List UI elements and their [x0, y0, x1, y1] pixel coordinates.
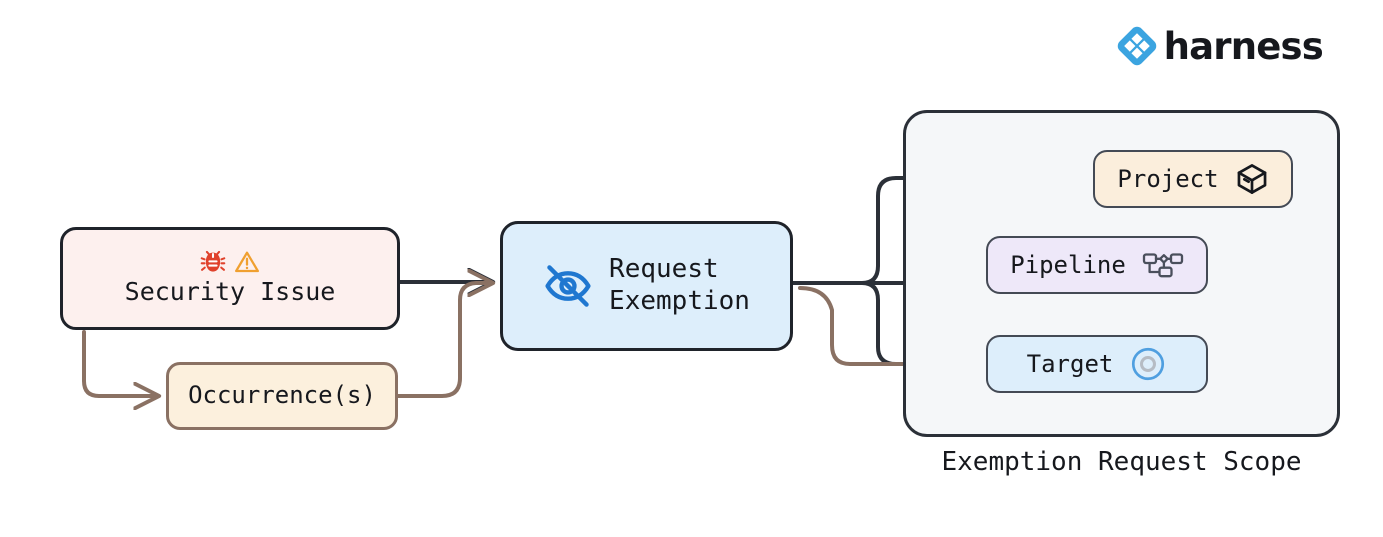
harness-logo: harness — [1117, 24, 1324, 68]
node-request-exemption[interactable]: Request Exemption — [500, 221, 793, 351]
eye-off-icon — [545, 265, 591, 307]
node-project-label: Project — [1117, 165, 1219, 193]
pipeline-nodes-icon — [1142, 250, 1184, 280]
edge-occurrences-to-request-exemption — [396, 283, 492, 398]
security-issue-icons — [200, 249, 260, 275]
node-pipeline[interactable]: Pipeline — [986, 236, 1208, 294]
target-circles-icon — [1129, 345, 1167, 383]
harness-logo-text: harness — [1163, 24, 1324, 68]
node-target-label: Target — [1026, 350, 1114, 378]
harness-diamond-logo-icon — [1117, 26, 1156, 66]
edge-security-issue-to-occurrences — [82, 330, 158, 396]
cube-icon — [1235, 162, 1269, 196]
node-pipeline-label: Pipeline — [1010, 251, 1126, 279]
node-occurrences[interactable]: Occurrence(s) — [166, 362, 398, 430]
node-security-issue-label: Security Issue — [124, 277, 336, 307]
node-security-issue[interactable]: Security Issue — [60, 227, 400, 330]
warning-triangle-icon — [235, 251, 259, 273]
node-project[interactable]: Project — [1093, 150, 1293, 208]
node-occurrences-label: Occurrence(s) — [188, 381, 376, 410]
bug-icon — [200, 251, 226, 272]
scope-caption: Exemption Request Scope — [941, 447, 1302, 477]
node-request-exemption-label: Request Exemption — [609, 254, 750, 316]
node-target[interactable]: Target — [986, 335, 1208, 393]
